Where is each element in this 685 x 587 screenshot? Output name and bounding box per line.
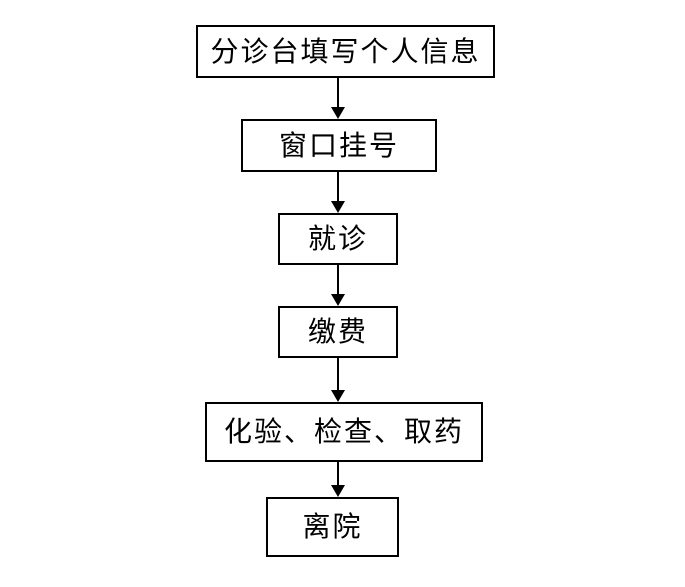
flow-node-payment-label: 缴费 [307, 315, 368, 348]
arrow-line [336, 78, 339, 107]
flow-node-window-registration-label: 窗口挂号 [278, 128, 399, 162]
arrow-down-icon [330, 390, 345, 402]
flow-node-triage-info: 分诊台填写个人信息 [196, 25, 495, 78]
flow-node-leave-hospital-label: 离院 [302, 510, 363, 543]
flow-connector-4 [330, 358, 345, 402]
flow-node-leave-hospital: 离院 [266, 497, 399, 557]
arrow-line [336, 462, 339, 485]
flow-node-lab-exam-medicine: 化验、检查、取药 [205, 402, 483, 462]
flow-node-lab-exam-medicine-label: 化验、检查、取药 [223, 415, 464, 448]
flow-connector-3 [330, 264, 345, 306]
arrow-down-icon [330, 201, 345, 213]
flow-connector-5 [330, 462, 345, 497]
flow-node-triage-info-label: 分诊台填写个人信息 [210, 34, 481, 68]
flow-node-consultation: 就诊 [278, 213, 398, 265]
flow-node-consultation-label: 就诊 [307, 222, 368, 255]
flow-connector-2 [330, 172, 345, 213]
arrow-line [336, 358, 339, 390]
flow-node-payment: 缴费 [278, 306, 398, 358]
arrow-line [336, 172, 339, 201]
arrow-down-icon [330, 107, 345, 119]
flow-connector-1 [330, 78, 345, 119]
flow-node-window-registration: 窗口挂号 [241, 119, 437, 172]
arrow-line [336, 264, 339, 294]
arrow-down-icon [330, 294, 345, 306]
arrow-down-icon [330, 485, 345, 497]
